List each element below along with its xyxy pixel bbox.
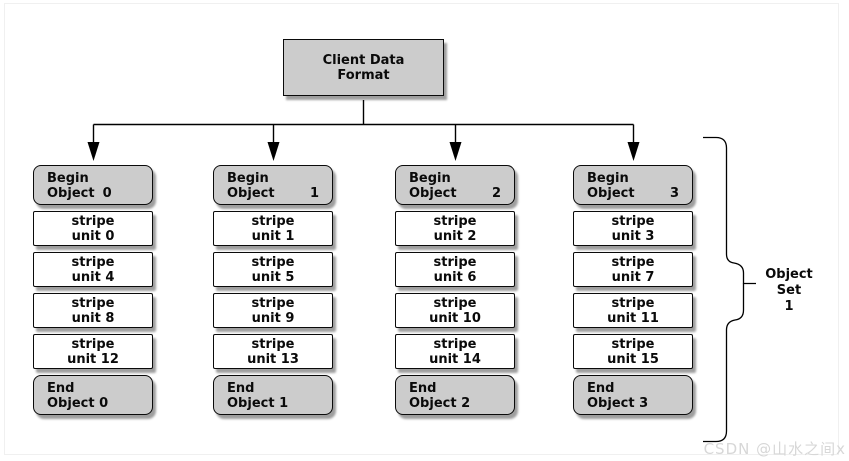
stripe-unit-node: stripe unit 9 <box>213 293 333 328</box>
end-object-node: End Object 3 <box>573 375 693 415</box>
stripe-unit-label: unit 2 <box>433 229 477 244</box>
arrow-down-icon <box>87 142 640 161</box>
stripe-unit-label: unit 0 <box>71 229 115 244</box>
stripe-word: stripe <box>71 337 115 352</box>
object-column-0: Begin Object 0 stripe unit 0 stripe unit… <box>33 165 153 415</box>
object-set-label: Object Set 1 <box>757 267 821 315</box>
stripe-unit-label: unit 14 <box>429 352 481 367</box>
begin-object-word: Object <box>587 186 635 201</box>
end-object-label: Object 3 <box>587 396 649 411</box>
end-label: End <box>47 381 75 396</box>
stripe-word: stripe <box>433 255 477 270</box>
stripe-word: stripe <box>251 214 295 229</box>
begin-label: Begin <box>47 171 89 186</box>
stripe-unit-node: stripe unit 5 <box>213 252 333 287</box>
end-object-label: Object 2 <box>409 396 471 411</box>
stripe-unit-label: unit 12 <box>67 352 119 367</box>
begin-object-number: 3 <box>669 186 679 201</box>
stripe-unit-label: unit 3 <box>611 229 655 244</box>
stripe-unit-node: stripe unit 1 <box>213 211 333 246</box>
tree-connector <box>92 100 635 145</box>
stripe-unit-node: stripe unit 14 <box>395 334 515 369</box>
stripe-unit-node: stripe unit 8 <box>33 293 153 328</box>
object-set-bracket <box>703 136 756 443</box>
stripe-word: stripe <box>433 337 477 352</box>
begin-object-node: Begin Object 2 <box>395 165 515 205</box>
stripe-unit-label: unit 4 <box>71 270 115 285</box>
stripe-unit-node: stripe unit 12 <box>33 334 153 369</box>
end-label: End <box>587 381 615 396</box>
end-label: End <box>227 381 255 396</box>
begin-object-node: Begin Object 0 <box>33 165 153 205</box>
stripe-unit-label: unit 13 <box>247 352 299 367</box>
stripe-word: stripe <box>611 255 655 270</box>
stripe-unit-node: stripe unit 13 <box>213 334 333 369</box>
stripe-word: stripe <box>71 214 115 229</box>
end-object-node: End Object 2 <box>395 375 515 415</box>
object-set-label-line-3: 1 <box>784 299 794 314</box>
stripe-unit-label: unit 7 <box>611 270 655 285</box>
stripe-word: stripe <box>433 214 477 229</box>
end-object-node: End Object 0 <box>33 375 153 415</box>
begin-object-number: 1 <box>309 186 319 201</box>
stripe-word: stripe <box>611 214 655 229</box>
object-column-1: Begin Object 1 stripe unit 1 stripe unit… <box>213 165 333 415</box>
end-object-node: End Object 1 <box>213 375 333 415</box>
begin-object-number: 0 <box>102 186 112 201</box>
begin-object-number: 2 <box>491 186 501 201</box>
stripe-unit-node: stripe unit 0 <box>33 211 153 246</box>
title-line-2: Format <box>337 67 390 83</box>
begin-object-word: Object <box>227 186 275 201</box>
stripe-unit-node: stripe unit 2 <box>395 211 515 246</box>
end-object-label: Object 0 <box>47 396 109 411</box>
end-object-label: Object 1 <box>227 396 289 411</box>
client-data-format-node: Client Data Format <box>283 39 444 96</box>
begin-label: Begin <box>409 171 451 186</box>
stripe-unit-label: unit 1 <box>251 229 295 244</box>
stripe-word: stripe <box>611 296 655 311</box>
begin-object-node: Begin Object 3 <box>573 165 693 205</box>
stripe-word: stripe <box>611 337 655 352</box>
stripe-unit-node: stripe unit 7 <box>573 252 693 287</box>
begin-object-node: Begin Object 1 <box>213 165 333 205</box>
object-column-2: Begin Object 2 stripe unit 2 stripe unit… <box>395 165 515 415</box>
stripe-unit-node: stripe unit 10 <box>395 293 515 328</box>
stripe-unit-label: unit 6 <box>433 270 477 285</box>
stripe-word: stripe <box>251 255 295 270</box>
object-set-label-line-2: Set <box>776 283 802 298</box>
stripe-unit-label: unit 9 <box>251 311 295 326</box>
stripe-unit-label: unit 11 <box>607 311 659 326</box>
stripe-unit-node: stripe unit 15 <box>573 334 693 369</box>
csdn-watermark: CSDN @山水之间x <box>703 440 846 458</box>
stripe-unit-label: unit 8 <box>71 311 115 326</box>
stripe-unit-node: stripe unit 3 <box>573 211 693 246</box>
stripe-unit-label: unit 15 <box>607 352 659 367</box>
object-set-label-line-1: Object <box>765 267 813 282</box>
begin-object-word: Object <box>47 186 95 201</box>
stripe-unit-node: stripe unit 11 <box>573 293 693 328</box>
object-column-3: Begin Object 3 stripe unit 3 stripe unit… <box>573 165 693 415</box>
begin-label: Begin <box>587 171 629 186</box>
stripe-word: stripe <box>71 255 115 270</box>
begin-object-word: Object <box>409 186 457 201</box>
begin-label: Begin <box>227 171 269 186</box>
stripe-word: stripe <box>71 296 115 311</box>
stripe-word: stripe <box>251 337 295 352</box>
stripe-unit-label: unit 10 <box>429 311 481 326</box>
stripe-unit-node: stripe unit 4 <box>33 252 153 287</box>
end-label: End <box>409 381 437 396</box>
stripe-unit-label: unit 5 <box>251 270 295 285</box>
stripe-unit-node: stripe unit 6 <box>395 252 515 287</box>
title-line-1: Client Data <box>322 52 405 68</box>
stripe-word: stripe <box>433 296 477 311</box>
stripe-word: stripe <box>251 296 295 311</box>
